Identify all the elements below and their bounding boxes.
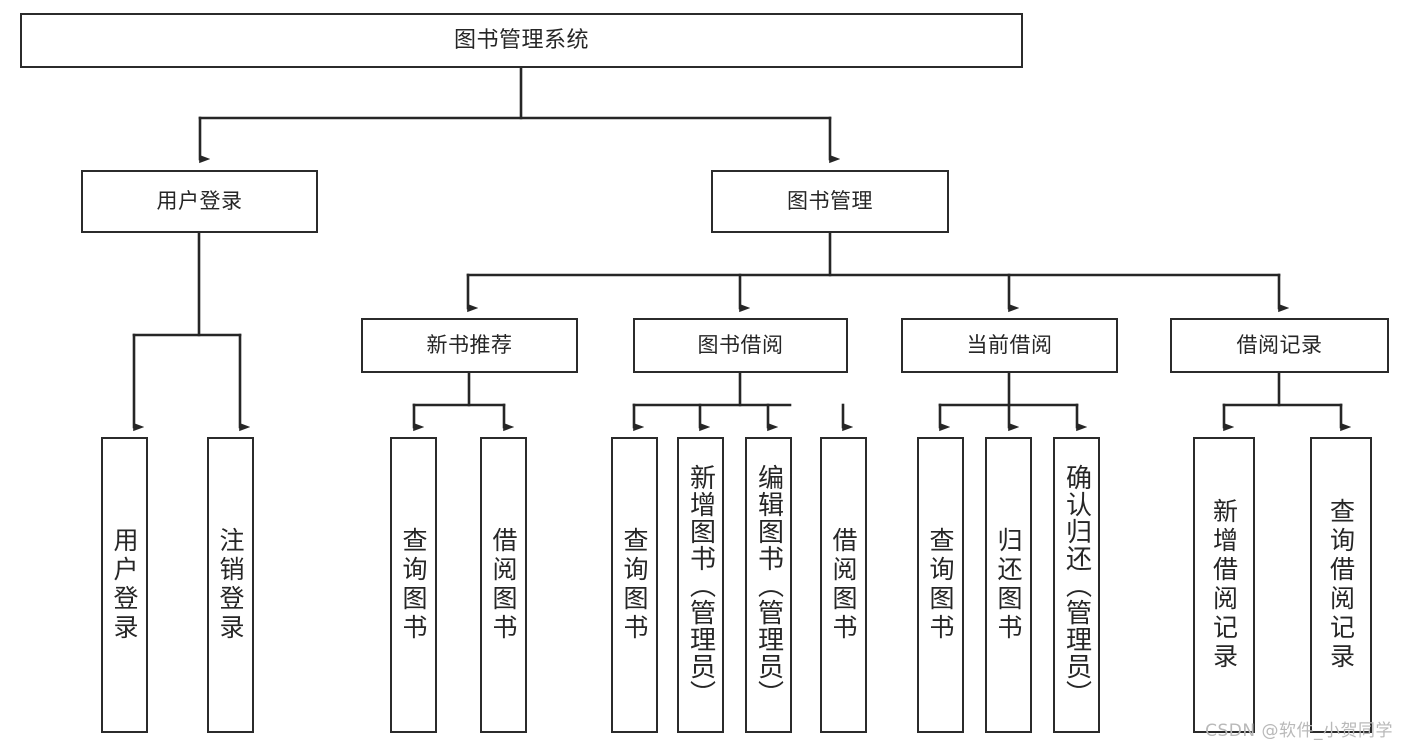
node-leaf-user-logout-label: 注销登录 xyxy=(216,527,245,643)
node-root-label: 图书管理系统 xyxy=(453,27,589,53)
node-leaf-confirm-return-label: 确认归还（管理员） xyxy=(1061,463,1092,707)
node-leaf-edit-book[interactable]: 编辑图书（管理员） xyxy=(745,437,792,733)
node-borrow-record-label: 借阅记录 xyxy=(1236,333,1323,358)
node-leaf-add-record[interactable]: 新增借阅记录 xyxy=(1193,437,1255,733)
node-root[interactable]: 图书管理系统 xyxy=(20,13,1023,68)
node-leaf-query-book-2[interactable]: 查询图书 xyxy=(611,437,658,733)
node-leaf-user-login-label: 用户登录 xyxy=(110,527,139,643)
node-leaf-query-record-label: 查询借阅记录 xyxy=(1326,498,1356,672)
node-leaf-add-book-label: 新增图书（管理员） xyxy=(685,463,716,707)
watermark: CSDN @软件_小贺同学 xyxy=(1205,721,1393,741)
node-book-borrow[interactable]: 图书借阅 xyxy=(633,318,848,373)
node-leaf-add-book[interactable]: 新增图书（管理员） xyxy=(677,437,724,733)
node-leaf-return-book-label: 归还图书 xyxy=(994,527,1023,643)
node-leaf-query-book-3[interactable]: 查询图书 xyxy=(917,437,964,733)
node-leaf-user-logout[interactable]: 注销登录 xyxy=(207,437,254,733)
node-leaf-borrow-book-1[interactable]: 借阅图书 xyxy=(480,437,527,733)
node-leaf-edit-book-label: 编辑图书（管理员） xyxy=(753,463,784,707)
node-leaf-borrow-book-1-label: 借阅图书 xyxy=(489,527,518,643)
node-leaf-query-book-1[interactable]: 查询图书 xyxy=(390,437,437,733)
node-leaf-return-book[interactable]: 归还图书 xyxy=(985,437,1032,733)
node-leaf-query-book-2-label: 查询图书 xyxy=(620,527,649,643)
node-borrow-record[interactable]: 借阅记录 xyxy=(1170,318,1389,373)
node-leaf-query-book-1-label: 查询图书 xyxy=(399,527,428,643)
node-leaf-confirm-return[interactable]: 确认归还（管理员） xyxy=(1053,437,1100,733)
node-leaf-user-login[interactable]: 用户登录 xyxy=(101,437,148,733)
node-book-manage[interactable]: 图书管理 xyxy=(711,170,949,233)
node-new-book-recommend-label: 新书推荐 xyxy=(426,333,513,358)
node-leaf-add-record-label: 新增借阅记录 xyxy=(1209,498,1239,672)
node-book-manage-label: 图书管理 xyxy=(787,189,873,214)
node-user-login-label: 用户登录 xyxy=(156,189,243,214)
node-new-book-recommend[interactable]: 新书推荐 xyxy=(361,318,578,373)
node-user-login[interactable]: 用户登录 xyxy=(81,170,318,233)
node-current-borrow[interactable]: 当前借阅 xyxy=(901,318,1118,373)
node-leaf-query-record[interactable]: 查询借阅记录 xyxy=(1310,437,1372,733)
node-leaf-query-book-3-label: 查询图书 xyxy=(926,527,955,643)
node-leaf-borrow-book-2[interactable]: 借阅图书 xyxy=(820,437,867,733)
node-leaf-borrow-book-2-label: 借阅图书 xyxy=(829,527,858,643)
node-current-borrow-label: 当前借阅 xyxy=(966,333,1053,358)
node-book-borrow-label: 图书借阅 xyxy=(697,333,784,358)
